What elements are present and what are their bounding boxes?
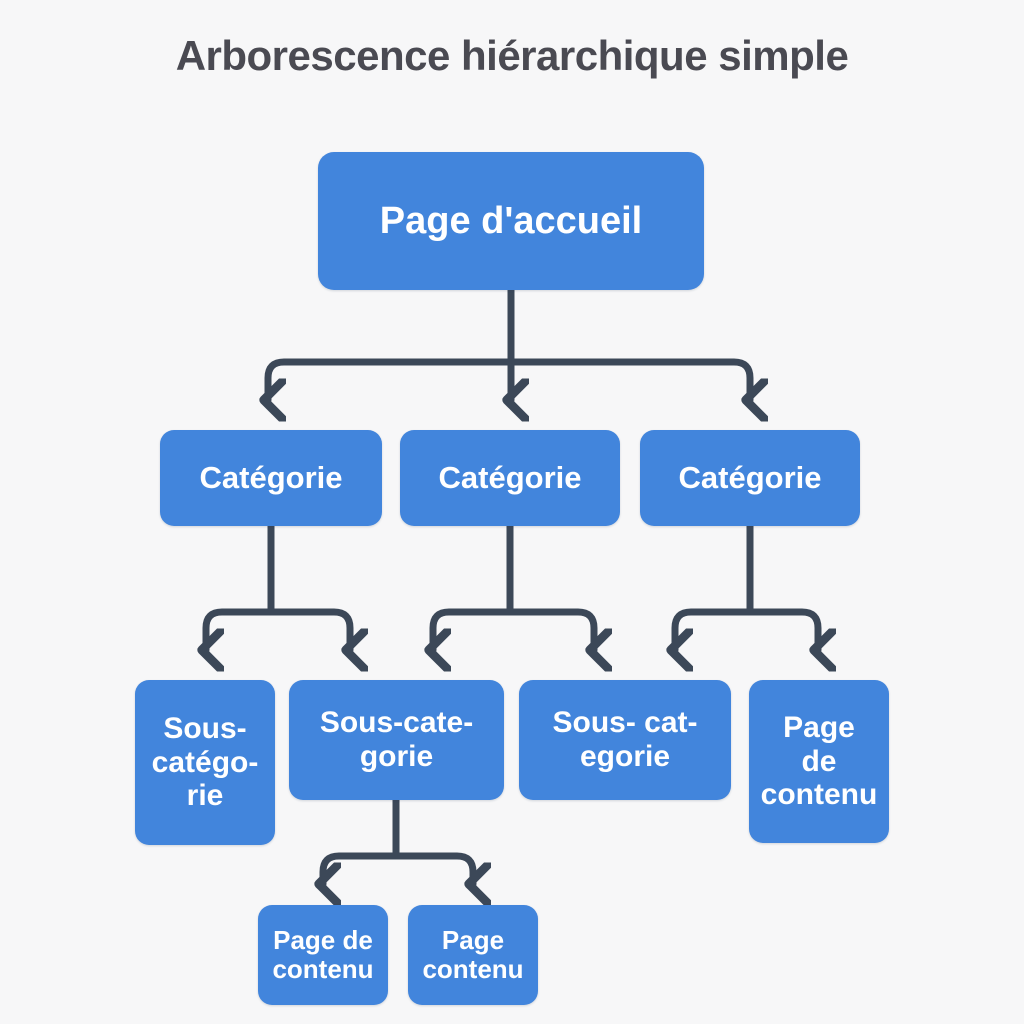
node-category-2[interactable]: Catégorie [400,430,620,526]
edge-category-1-to-sub-2 [267,608,350,650]
node-content-page-right[interactable]: Page de contenu [749,680,889,843]
edge-category-1-to-sub-1 [206,608,275,650]
edge-root-to-category-3 [507,358,750,400]
node-subcategory-2[interactable]: Sous-cate- gorie [289,680,504,800]
node-leaf-page-de-contenu-1[interactable]: Page de contenu [258,905,388,1005]
node-subcategory-3[interactable]: Sous- cat- egorie [519,680,731,800]
edge-sub-2-to-leaf-2 [392,852,473,884]
page-title: Arborescence hiérarchique simple [175,32,849,79]
edge-category-3-to-sub-5 [675,608,754,650]
node-subcategory-1[interactable]: Sous- catégo- rie [135,680,275,845]
edge-category-3-to-sub-6 [746,608,818,650]
edge-root-to-category-1 [268,358,515,400]
edge-sub-2-to-leaf-1 [323,852,400,884]
node-root-page-daccueil[interactable]: Page d'accueil [318,152,704,290]
edge-category-2-to-sub-4 [506,608,594,650]
node-leaf-page-contenu-2[interactable]: Page contenu [408,905,538,1005]
node-category-1[interactable]: Catégorie [160,430,382,526]
node-category-3[interactable]: Catégorie [640,430,860,526]
edge-category-2-to-sub-3 [433,608,514,650]
